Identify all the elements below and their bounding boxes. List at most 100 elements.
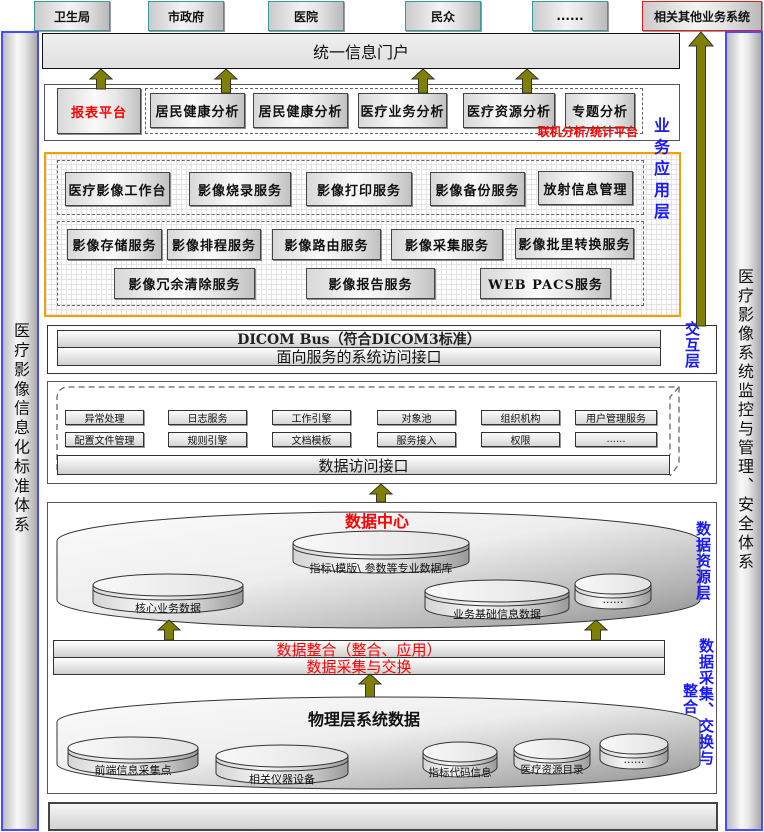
image-service-label: 影像采集服务: [404, 239, 489, 254]
data-access-interface-bar: 数据访问接口: [57, 455, 670, 475]
analysis-item-label: 专题分析: [571, 105, 628, 120]
image-service-label: 影像路由服务: [284, 239, 369, 254]
stakeholder-municipal-government: 市政府: [148, 1, 224, 31]
image-service-label: 影像排程服务: [171, 239, 256, 254]
component-label: ......: [606, 434, 626, 445]
app-service-box: 影像备份服务: [430, 172, 525, 206]
olap-platform-label: 联机分析/统计平台: [537, 125, 638, 139]
data-access-component: 权限: [481, 432, 560, 447]
data-integration-label: 数据整合（整合、应用）: [276, 640, 442, 659]
report-platform-box: 报表平台: [57, 88, 141, 134]
analysis-item-label: 医疗业务分析: [360, 105, 445, 120]
olap-platform-group: [145, 88, 643, 134]
up-arrow-icon: [687, 31, 715, 327]
service-interface-label: 面向服务的系统访问接口: [276, 348, 442, 366]
monitoring-security-bar: [725, 31, 763, 831]
app-service-label: 影像烧录服务: [197, 183, 282, 199]
data-access-component: 组织机构: [481, 410, 560, 425]
stakeholder-label: 民众: [430, 9, 455, 24]
standards-system-bar: [1, 31, 39, 831]
data-access-component: 服务接入: [377, 432, 456, 447]
analysis-item: 居民健康分析: [253, 93, 348, 128]
image-service-box: 影像采集服务: [391, 229, 503, 260]
stakeholder-label: ......: [556, 9, 584, 23]
image-service-box: 影像存储服务: [67, 229, 162, 260]
up-arrow-icon: [368, 483, 394, 503]
analysis-item: 医疗资源分析: [463, 93, 555, 128]
unified-portal: 统一信息门户: [42, 33, 680, 69]
analysis-item: 医疗业务分析: [358, 93, 447, 128]
data-resource-layer-label: 数据资源层: [694, 521, 712, 601]
app-service-box: 影像打印服务: [306, 172, 412, 206]
stakeholder-hospital: 医院: [268, 1, 344, 31]
stakeholder-health-bureau: 卫生局: [34, 1, 110, 31]
data-access-interface-label: 数据访问接口: [318, 456, 409, 475]
app-service-box: 医疗影像工作台: [65, 172, 170, 206]
business-layer-label: 业务应用层: [651, 117, 670, 225]
integration-layer-label-part1: 数据采集、交换与: [697, 638, 715, 766]
stakeholder-label: 卫生局: [53, 9, 90, 24]
image-service-box: 影像路由服务: [272, 229, 381, 260]
image-service-label: WEB PACS服务: [488, 278, 603, 293]
data-access-component: 对象池: [377, 410, 456, 425]
app-service-box: 放射信息管理: [538, 171, 633, 205]
stakeholder-label: 医院: [293, 9, 318, 24]
stakeholder-label: 市政府: [167, 9, 204, 24]
app-service-label: 放射信息管理: [543, 182, 628, 198]
image-service-box: WEB PACS服务: [480, 268, 611, 299]
bottom-bar: [48, 802, 718, 831]
data-access-component: 日志服务: [168, 410, 247, 425]
component-label: 服务接入: [396, 436, 437, 447]
workstation-group: [57, 160, 644, 215]
data-exchange-bar: 数据采集与交换: [53, 657, 665, 676]
app-service-label: 医疗影像工作台: [68, 183, 167, 199]
monitoring-security-label: 医疗影像系统监控与管理、安全体系: [735, 268, 754, 572]
app-service-label: 影像打印服务: [316, 183, 401, 199]
external-system-label: 相关其他业务系统: [653, 9, 750, 24]
image-service-label: 影像冗余清除服务: [128, 278, 241, 293]
component-label: 权限: [510, 436, 531, 447]
data-access-component: 文档模板: [272, 432, 351, 447]
integration-layer-label-part2: 整合: [681, 683, 699, 715]
app-service-label: 影像备份服务: [435, 183, 520, 199]
component-label: 工作引擎: [291, 414, 332, 425]
interaction-layer-label: 交互层: [683, 321, 701, 369]
component-label: 配置文件管理: [74, 436, 135, 447]
image-service-group: [57, 221, 644, 306]
data-access-component: 工作引擎: [272, 410, 351, 425]
analysis-item: 专题分析: [565, 93, 635, 128]
component-label: 用户管理服务: [586, 414, 646, 425]
data-exchange-label: 数据采集与交换: [306, 657, 412, 676]
service-interface-bar: 面向服务的系统访问接口: [57, 347, 661, 366]
analysis-item-label: 居民健康分析: [155, 105, 240, 120]
data-access-component: ......: [575, 432, 657, 447]
analysis-item-label: 居民健康分析: [258, 105, 343, 120]
component-label: 文档模板: [291, 436, 332, 447]
data-access-component: 异常处理: [65, 410, 144, 425]
stakeholder-public: 民众: [405, 1, 481, 31]
image-service-label: 影像批里转换服务: [518, 238, 631, 253]
image-service-box: 影像批里转换服务: [515, 228, 634, 259]
image-service-box: 影像冗余清除服务: [114, 268, 255, 299]
analysis-item: 居民健康分析: [150, 93, 245, 128]
component-label: 规则引擎: [187, 436, 228, 447]
data-access-component: 用户管理服务: [575, 410, 657, 425]
dicom-bus-label: DICOM Bus（符合DICOM3标准）: [237, 332, 481, 348]
image-service-label: 影像存储服务: [72, 239, 157, 254]
component-label: 异常处理: [84, 414, 125, 425]
analysis-item-label: 医疗资源分析: [466, 105, 551, 120]
report-platform-label: 报表平台: [70, 105, 127, 121]
portal-label: 统一信息门户: [312, 43, 409, 62]
data-access-component: 配置文件管理: [65, 432, 144, 447]
component-label: 日志服务: [187, 414, 228, 425]
image-service-label: 影像报告服务: [328, 278, 413, 293]
image-service-box: 影像排程服务: [167, 229, 261, 260]
standards-system-label: 医疗影像信息化标准体系: [11, 322, 30, 536]
component-label: 组织机构: [500, 414, 541, 425]
image-service-box: 影像报告服务: [306, 268, 435, 299]
external-system-box: 相关其他业务系统: [642, 1, 762, 31]
stakeholder-more: ......: [532, 1, 608, 31]
data-access-component: 规则引擎: [168, 432, 247, 447]
app-service-box: 影像烧录服务: [189, 172, 291, 206]
